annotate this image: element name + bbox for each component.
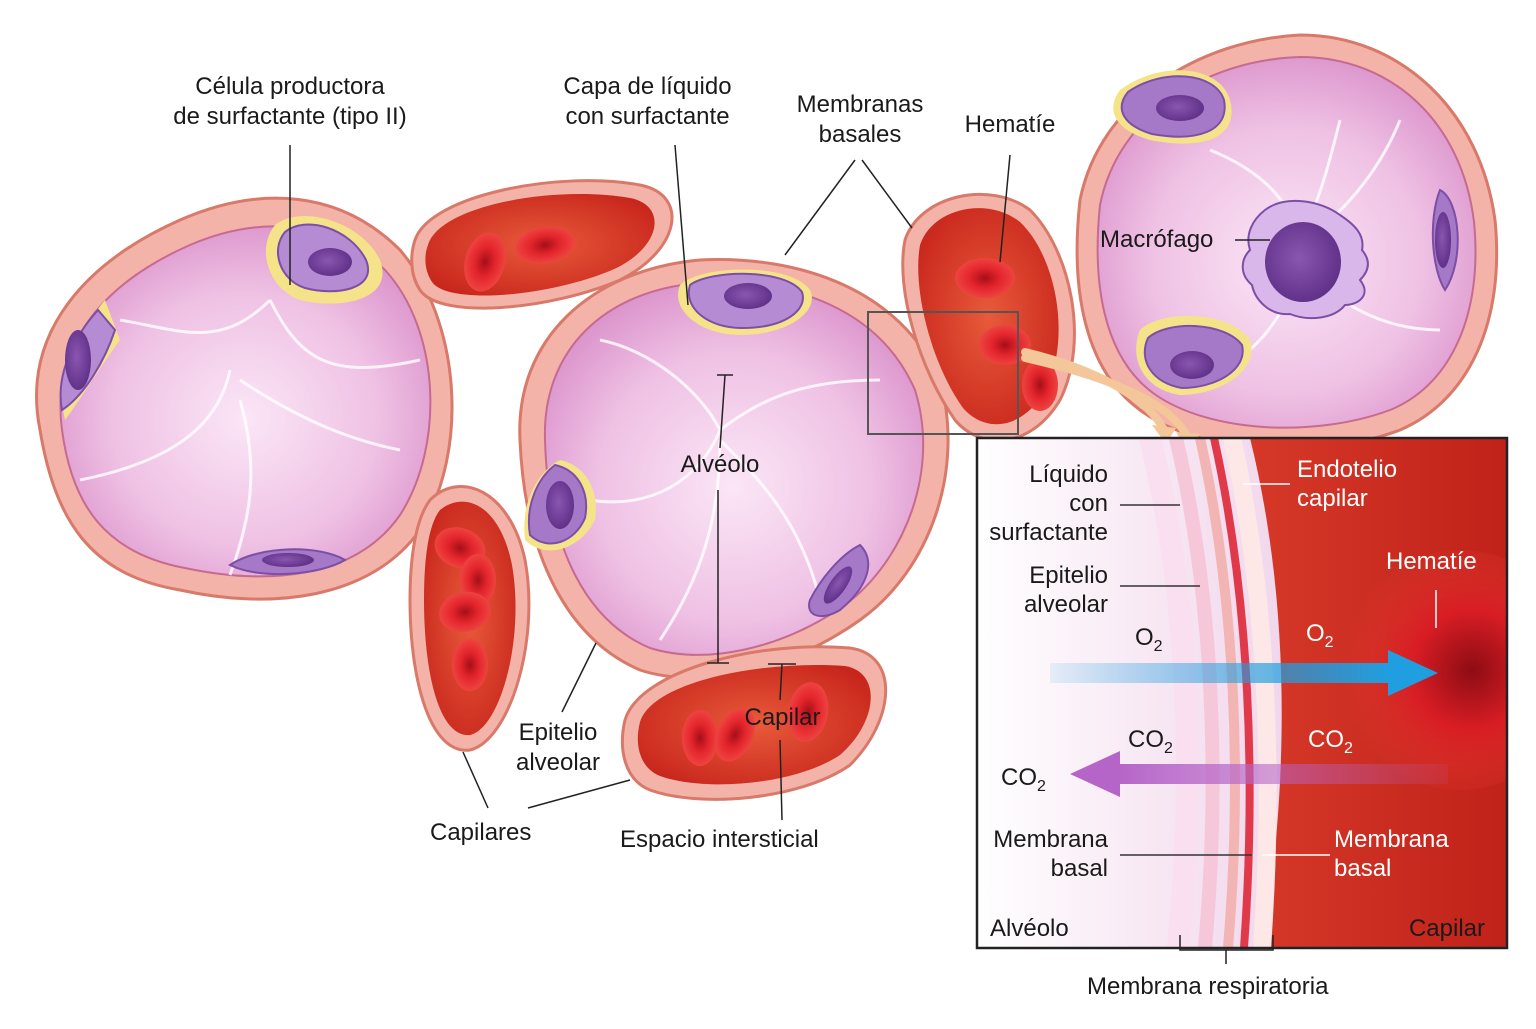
inset-label-red-cell: Hematíe xyxy=(1386,548,1477,575)
inset-label-basement-right: Membrana basal xyxy=(1334,826,1449,882)
zoom-box xyxy=(867,311,1019,435)
label-alveolus: Alvéolo xyxy=(680,451,760,478)
label-fluid-layer: Capa de líquido con surfactante xyxy=(563,73,732,130)
inset-label-capillary: Capilar xyxy=(1408,915,1485,942)
inset-label-o2-left: O2 xyxy=(1135,624,1163,655)
inset-label-o2-right: O2 xyxy=(1306,620,1334,651)
right-capillary xyxy=(901,192,1076,442)
inset-label-alveolar-epithelium: Epitelio alveolar xyxy=(1023,562,1108,618)
inset-label-capillary-endothelium: Endotelio capilar xyxy=(1297,456,1398,512)
label-respiratory-membrane: Membrana respiratoria xyxy=(1087,973,1329,1000)
inset-label-alveolus: Alvéolo xyxy=(990,915,1069,942)
left-capillary xyxy=(408,485,531,752)
label-interstitial-space: Espacio intersticial xyxy=(620,826,819,853)
inset-label-co2-left: CO2 xyxy=(1128,726,1173,757)
inset-label-basement-left: Membrana basal xyxy=(993,826,1108,882)
label-capillary: Capilar xyxy=(744,704,821,731)
label-macrophage: Macrófago xyxy=(1100,226,1214,253)
left-alveolus xyxy=(35,196,454,601)
label-surfactant-cell: Célula productora de surfactante (tipo I… xyxy=(173,73,407,130)
label-capillaries: Capilares xyxy=(430,819,532,846)
center-alveolus xyxy=(518,258,950,680)
inset-label-co2-out: CO2 xyxy=(1001,764,1046,795)
label-red-cell: Hematíe xyxy=(964,111,1056,138)
label-alveolar-epithelium: Epitelio alveolar xyxy=(515,719,601,776)
inset-label-fluid-surfactant: Líquido con surfactante xyxy=(989,461,1108,546)
bottom-capillary xyxy=(621,645,888,801)
respiratory-membrane-inset xyxy=(977,438,1507,948)
inset-label-co2-right: CO2 xyxy=(1308,726,1353,757)
leader-lines xyxy=(289,144,1270,821)
top-capillary xyxy=(410,179,674,310)
right-alveolus xyxy=(1075,33,1499,451)
label-basement-membranes: Membranas basales xyxy=(796,91,924,148)
